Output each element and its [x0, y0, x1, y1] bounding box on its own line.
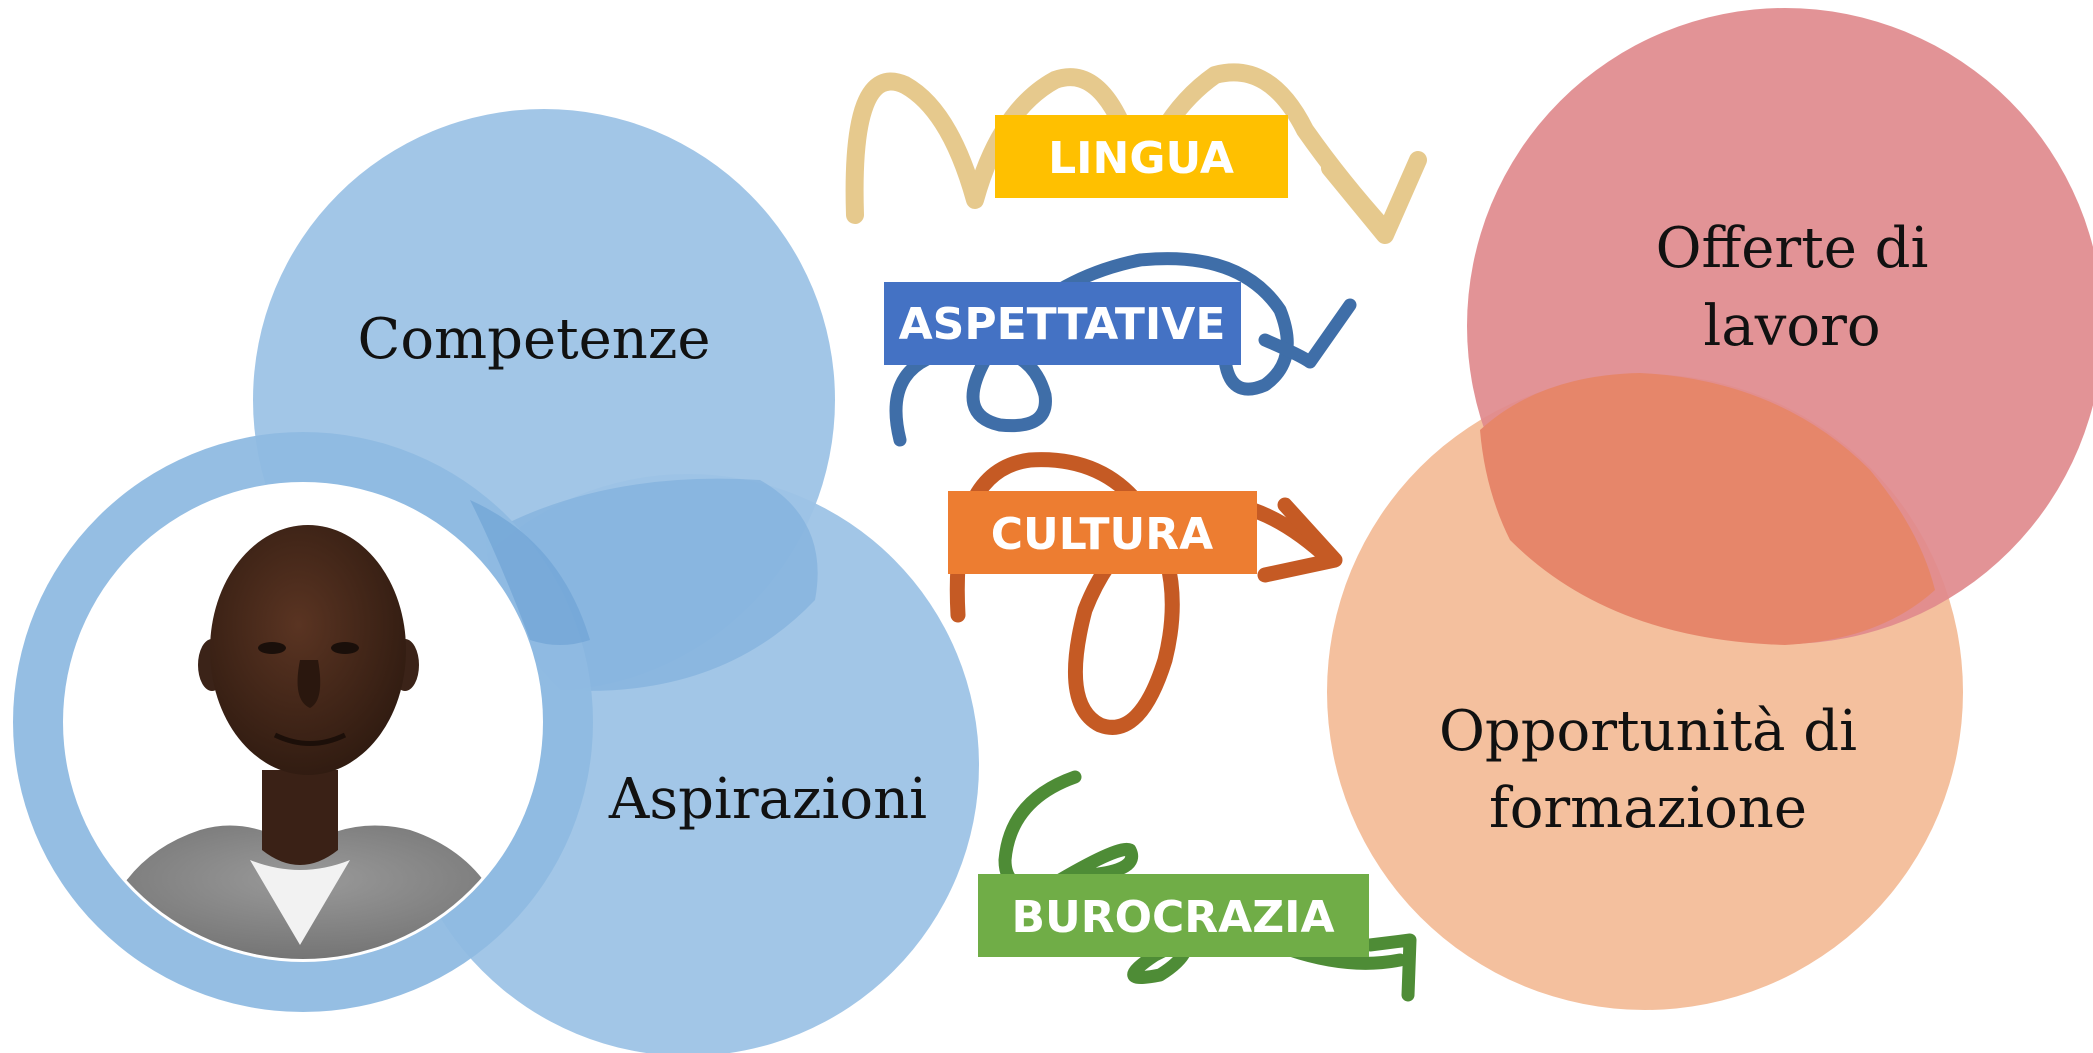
- lingua-box: [995, 115, 1288, 198]
- opportunita-label-line2: formazione: [1489, 776, 1807, 841]
- aspirazioni-label: Aspirazioni: [608, 767, 927, 832]
- left-cluster: Competenze Aspirazioni: [13, 109, 979, 1053]
- aspettative-arrowhead: [1258, 298, 1357, 369]
- burocrazia-arrowhead: [1363, 933, 1417, 1002]
- burocrazia-box: [978, 874, 1369, 957]
- lingua-squiggle: [845, 63, 1394, 239]
- offerte-label-line1: Offerte di: [1656, 216, 1929, 281]
- competenze-label: Competenze: [357, 307, 710, 372]
- burocrazia-label: BUROCRAZIA: [1011, 892, 1334, 943]
- barrier-labels: LINGUA ASPETTATIVE CULTURA BUROCRAZIA: [884, 115, 1369, 957]
- lingua-label: LINGUA: [1048, 133, 1234, 184]
- portrait-photo: [66, 485, 540, 959]
- lingua-arrowhead: [1321, 151, 1427, 244]
- opportunita-label-line1: Opportunità di: [1439, 699, 1857, 764]
- offerte-opportunita-overlap: [1480, 373, 1935, 645]
- aspettative-box: [884, 282, 1241, 365]
- right-cluster: Offerte di lavoro Opportunità di formazi…: [1327, 8, 2093, 1010]
- cultura-label: CULTURA: [991, 509, 1213, 560]
- cultura-arrowhead: [1257, 497, 1343, 583]
- cultura-box: [948, 491, 1257, 574]
- aspettative-label: ASPETTATIVE: [899, 299, 1226, 350]
- ring-overlap-highlight: [470, 500, 590, 645]
- offerte-label-line2: lavoro: [1703, 294, 1880, 359]
